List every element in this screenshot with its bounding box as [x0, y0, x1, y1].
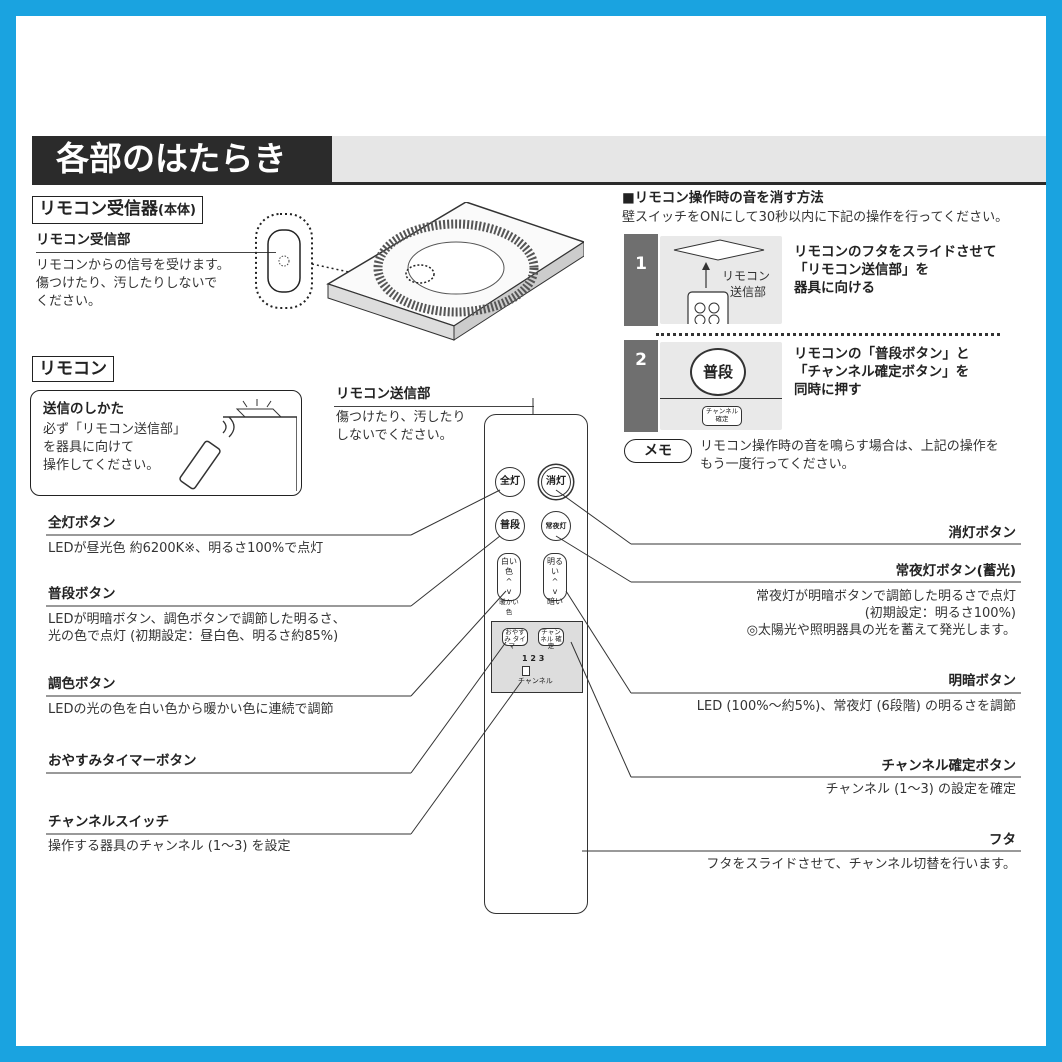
joyato-title: 常夜灯ボタン(蓄光)	[895, 563, 1016, 579]
channel-numbers: 1 2 3	[522, 654, 545, 663]
timer-button[interactable]: おやすみ タイマー	[502, 628, 528, 650]
how-to-send-title: 送信のしかた	[43, 401, 124, 417]
step-1-drawing	[673, 239, 765, 333]
zentou-button[interactable]: 全灯	[495, 467, 525, 497]
joyato-desc-3: ◎太陽光や照明器具の光を蓄えて発光します。	[746, 623, 1016, 638]
memo-badge: メモ	[624, 439, 692, 463]
remote-lid-area: おやすみ タイマー チャンネル 確定 1 2 3 チャンネル	[491, 621, 583, 693]
step-1-text-2: 「リモコン送信部」を	[794, 262, 929, 278]
shoutou-title: 消灯ボタン	[948, 525, 1017, 541]
color-down-icon: v	[506, 587, 512, 596]
sender-desc-2: しないでください。	[336, 428, 453, 443]
color-tone-desc: LEDの光の色を白い色から暖かい色に連続で調節	[48, 702, 334, 717]
timer-title: おやすみタイマーボタン	[48, 753, 197, 769]
remote-pointing-illustration	[179, 399, 297, 491]
header-divider	[32, 182, 1046, 185]
warm-color-label: 暖かい色	[499, 598, 519, 616]
step-divider	[656, 333, 1000, 336]
joyato-button[interactable]: 常夜灯	[541, 511, 571, 541]
step-1-label-1: リモコン	[722, 269, 771, 283]
bright-label: 明るい	[547, 557, 563, 576]
channel-switch[interactable]	[522, 666, 530, 676]
receiver-desc-2: 傷つけたり、汚したりしないで	[36, 276, 218, 291]
receiver-leader-line	[36, 252, 276, 253]
sender-title: リモコン送信部	[336, 386, 431, 402]
step-2-illustration: 普段 チャンネル 確定	[660, 342, 782, 430]
color-tone-title: 調色ボタン	[48, 676, 116, 692]
memo-text-1: リモコン操作時の音を鳴らす場合は、上記の操作を	[700, 439, 999, 454]
brightness-desc: LED (100%〜約5%)、常夜灯 (6段階) の明るさを調節	[696, 699, 1016, 714]
step-1-text-1: リモコンのフタをスライドさせて	[794, 244, 997, 260]
how-to-send-3: 操作してください。	[43, 458, 160, 473]
channel-switch-desc: 操作する器具のチャンネル (1〜3) を設定	[48, 839, 291, 854]
step-2-channel-button: チャンネル 確定	[702, 406, 742, 426]
lid-title: フタ	[989, 832, 1016, 848]
white-color-label: 白い色	[501, 557, 517, 576]
step-2-number: 2	[624, 340, 658, 432]
fudan-title: 普段ボタン	[48, 586, 116, 602]
ceiling-fixture-illustration	[255, 202, 584, 341]
bright-up-icon: ^	[551, 577, 559, 586]
lid-desc: フタをスライドさせて、チャンネル切替を行います。	[706, 857, 1016, 872]
color-up-icon: ^	[505, 577, 513, 586]
remote-control: 全灯 消灯 普段 常夜灯 白い色 ^ v 暖かい色 明るい ^ v 暗い おやす…	[484, 414, 588, 914]
color-tone-button[interactable]: 白い色 ^ v 暖かい色	[497, 553, 521, 616]
receiver-section-label: リモコン受信器(本体)	[32, 196, 203, 224]
dark-label: 暗い	[547, 597, 563, 606]
page: 各部のはたらき リモコン受信器(本体) リモコン受信部 リモコンからの信号を受け…	[16, 16, 1046, 1046]
bright-down-icon: v	[552, 587, 558, 596]
step-1-illustration: リモコン 送信部	[660, 236, 782, 333]
fudan-desc-1: LEDが明暗ボタン、調色ボタンで調節した明るさ、	[48, 612, 346, 627]
step-2-text-2: 「チャンネル確定ボタン」を	[794, 364, 970, 380]
channel-confirm-button[interactable]: チャンネル 確定	[538, 628, 564, 650]
channel-switch-label: チャンネル	[518, 677, 553, 685]
fudan-desc-2: 光の色で点灯 (初期設定：昼白色、明るさ約85%)	[48, 629, 339, 644]
step-2-text-1: リモコンの「普段ボタン」と	[794, 346, 970, 362]
brightness-button[interactable]: 明るい ^ v 暗い	[543, 553, 567, 606]
step-1-text-3: 器具に向ける	[794, 280, 875, 296]
step-2-text-3: 同時に押す	[794, 382, 862, 398]
remote-section-label: リモコン	[32, 356, 114, 382]
receiver-desc-3: ください。	[36, 294, 102, 309]
sender-desc-1: 傷つけたり、汚したり	[336, 410, 466, 425]
leader-lines	[46, 398, 1021, 852]
step-1-label-2: 送信部	[730, 285, 767, 299]
channel-confirm-title: チャンネル確定ボタン	[881, 758, 1016, 774]
zentou-title: 全灯ボタン	[48, 515, 116, 531]
mute-intro: 壁スイッチをONにして30秒以内に下記の操作を行ってください。	[622, 210, 1009, 225]
receiver-desc-1: リモコンからの信号を受けます。	[36, 258, 230, 273]
brightness-title: 明暗ボタン	[948, 673, 1017, 689]
shoutou-button[interactable]: 消灯	[541, 467, 571, 497]
mute-title: ■リモコン操作時の音を消す方法	[622, 190, 824, 206]
step-1-number: 1	[624, 234, 658, 326]
joyato-desc-1: 常夜灯が明暗ボタンで調節した明るさで点灯	[755, 589, 1016, 604]
joyato-desc-2: (初期設定：明るさ100%)	[864, 606, 1016, 621]
receiver-title: リモコン受信部	[36, 232, 131, 248]
how-to-send-2: を器具に向けて	[43, 440, 135, 455]
channel-switch-title: チャンネルスイッチ	[48, 814, 170, 830]
zentou-desc: LEDが昼光色 約6200K※、明るさ100%で点灯	[48, 541, 324, 556]
channel-confirm-desc: チャンネル (1〜3) の設定を確定	[825, 782, 1016, 797]
step-2-lid-line	[660, 398, 782, 399]
sender-leader-line	[334, 406, 534, 407]
how-to-send-box: 送信のしかた 必ず「リモコン送信部」 を器具に向けて 操作してください。	[30, 390, 302, 496]
how-to-send-1: 必ず「リモコン送信部」	[43, 422, 187, 437]
step-2-fudan-button: 普段	[690, 348, 746, 396]
memo-text-2: もう一度行ってください。	[700, 457, 855, 472]
page-title: 各部のはたらき	[32, 136, 332, 182]
